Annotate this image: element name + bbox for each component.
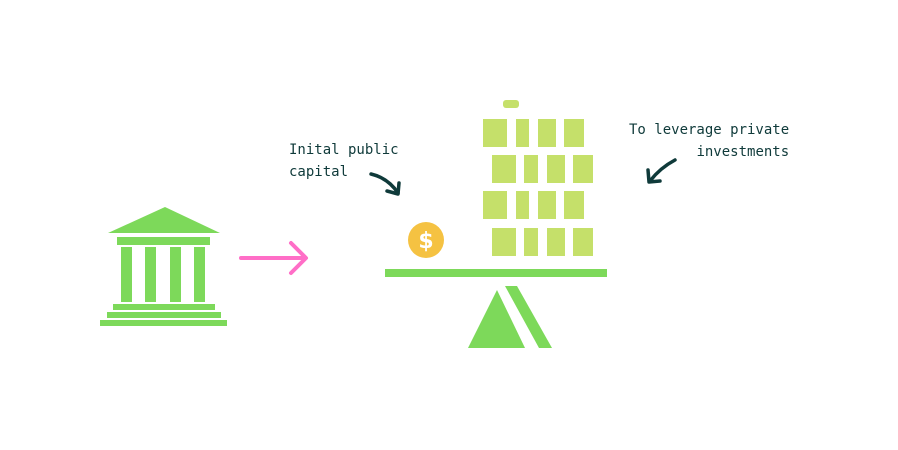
dollar-coin-icon: $ [408,222,444,258]
arrow-right-icon [239,241,308,275]
building-icon [483,100,593,256]
bank-icon [100,207,227,326]
public-capital-label: Inital public capital [289,139,399,183]
seesaw-icon [385,269,607,348]
private-investments-label: To leverage private investments [629,119,789,163]
public-capital-line-2: capital [289,164,349,180]
curved-arrow-icon [369,172,401,196]
public-capital-line-1: Inital public [289,142,399,158]
private-investments-line-2: investments [696,144,790,160]
curved-arrow-icon [646,158,677,184]
private-investments-line-1: To leverage private [629,122,790,138]
svg-text:$: $ [418,229,433,254]
